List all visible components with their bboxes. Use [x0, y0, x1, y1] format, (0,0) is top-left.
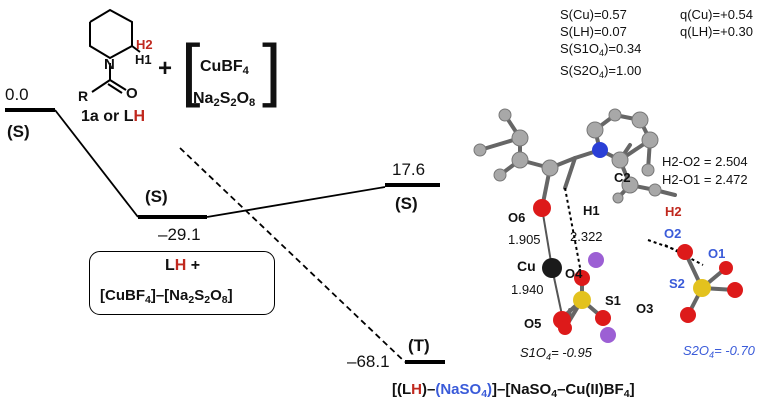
- atom-label-cu: Cu: [517, 258, 536, 274]
- hydrogen-atom: [608, 108, 622, 122]
- level-start-state: (S): [7, 122, 30, 141]
- reactant-n-label: N: [104, 56, 115, 73]
- level-complex-value: –29.1: [158, 225, 201, 244]
- complex-box-line1: LH +: [165, 257, 201, 274]
- atom-label-o1: O1: [708, 246, 726, 261]
- hbond-h2-o1: [664, 244, 704, 266]
- hydrogen-atom: [473, 143, 487, 157]
- oxygen-atom: [727, 282, 743, 298]
- oxygen-atom-o2: [677, 244, 693, 260]
- level-complex-state: (S): [145, 187, 168, 206]
- spin-density-list: S(Cu)=0.57 S(LH)=0.07 S(S1O4)=0.34 S(S2O…: [560, 6, 641, 84]
- spin-lh: S(LH)=0.07: [560, 24, 627, 39]
- sulfur-atom-s1: [573, 291, 591, 309]
- bond-o6-cu: [541, 207, 553, 269]
- oxygen-atom-o3: [595, 310, 611, 326]
- sulfur-atom-s2: [693, 279, 711, 297]
- carbon-atom: [541, 159, 559, 177]
- carbon-atom-c2: [621, 176, 639, 194]
- atom-label-o3: O3: [636, 301, 654, 316]
- atom-label-o2: O2: [664, 226, 682, 241]
- oxygen-atom-o6: [533, 199, 551, 217]
- na-salt-label: Na2S2O8: [193, 90, 256, 109]
- reactant-h2-label: H2: [136, 37, 153, 52]
- spin-s2o4: S(S2O4)=1.00: [560, 63, 642, 80]
- bracket-left: [: [181, 30, 201, 108]
- atom-label-h2: H2: [665, 204, 682, 219]
- atom-label-s1: S1: [605, 293, 621, 308]
- hydrogen-atom: [641, 163, 655, 177]
- distance-cu-o5: 1.940: [511, 282, 544, 297]
- distance-h2-o2: H2-O2 = 2.504: [662, 154, 748, 169]
- spin-cu: S(Cu)=0.57: [560, 7, 627, 22]
- hydrogen-atom-h2: [648, 183, 662, 197]
- carbon-atom: [641, 131, 659, 149]
- level-product-state: (T): [408, 336, 430, 355]
- atom-label-o5: O5: [524, 316, 542, 331]
- atom-label-o6: O6: [508, 210, 526, 225]
- nitrogen-atom: [592, 142, 608, 158]
- reactant-o-label: O: [126, 85, 138, 102]
- charge-list: q(Cu)=+0.54 q(LH)=+0.30: [680, 6, 753, 40]
- hydrogen-atom: [493, 168, 507, 182]
- sodium-atom: [588, 252, 604, 268]
- complex-box-line2: [CuBF4]–[Na2S2O8]: [100, 287, 233, 306]
- atom-label-h1: H1: [583, 203, 600, 218]
- connector-dashed-product: [179, 147, 406, 363]
- level-ts-value: 17.6: [392, 160, 426, 179]
- carbon-atom: [611, 151, 629, 169]
- spin-annotation-s1o4: S1O4= -0.95: [520, 345, 592, 362]
- oxygen-atom: [558, 321, 572, 335]
- copper-atom: [542, 258, 562, 278]
- reactant-h1-label: H1: [135, 52, 152, 67]
- carbon-atom: [631, 111, 649, 129]
- sodium-atom: [600, 327, 616, 343]
- oxygen-atom-o4: [574, 270, 590, 286]
- connector-start-complex: [54, 109, 139, 218]
- atom-label-o4: O4: [565, 266, 583, 281]
- distance-cu-o6: 1.905: [508, 232, 541, 247]
- carbon-atom: [586, 121, 604, 139]
- reactant-structure: [89, 8, 141, 94]
- carbon-atom: [511, 129, 529, 147]
- hydrogen-atom: [498, 108, 512, 122]
- level-start-value: 0.0: [5, 85, 29, 104]
- cu-salt-label: CuBF4: [200, 58, 249, 77]
- spin-annotation-s2o4: S2O4= -0.70: [683, 343, 755, 360]
- product-formula: [(LH)–(NaSO4)]–[NaSO4–Cu(II)BF4]: [392, 381, 635, 400]
- reactant-compound-label: 1a or LH: [81, 108, 146, 125]
- complex-box: [89, 251, 275, 315]
- spin-s1o4: S(S1O4)=0.34: [560, 41, 642, 58]
- bracket-right: ]: [262, 30, 282, 108]
- reactant-plus: +: [158, 55, 173, 82]
- distance-h2-o1: H2-O1 = 2.472: [662, 172, 748, 187]
- charge-cu: q(Cu)=+0.54: [680, 7, 753, 22]
- distance-h1-o4: 2.322: [570, 229, 603, 244]
- atom-label-s2: S2: [669, 276, 685, 291]
- molecular-model: [473, 108, 743, 343]
- hydrogen-atom-h1: [612, 192, 624, 204]
- oxygen-atom-o1: [719, 261, 733, 275]
- carbon-atom: [511, 151, 529, 169]
- connector-complex-ts: [206, 186, 386, 218]
- charge-lh: q(LH)=+0.30: [680, 24, 753, 39]
- oxygen-atom: [680, 307, 696, 323]
- level-ts-state: (S): [395, 194, 418, 213]
- reactant-r-label: R: [78, 88, 89, 104]
- level-product-value: –68.1: [347, 352, 390, 371]
- atom-label-c2: C2: [614, 170, 631, 185]
